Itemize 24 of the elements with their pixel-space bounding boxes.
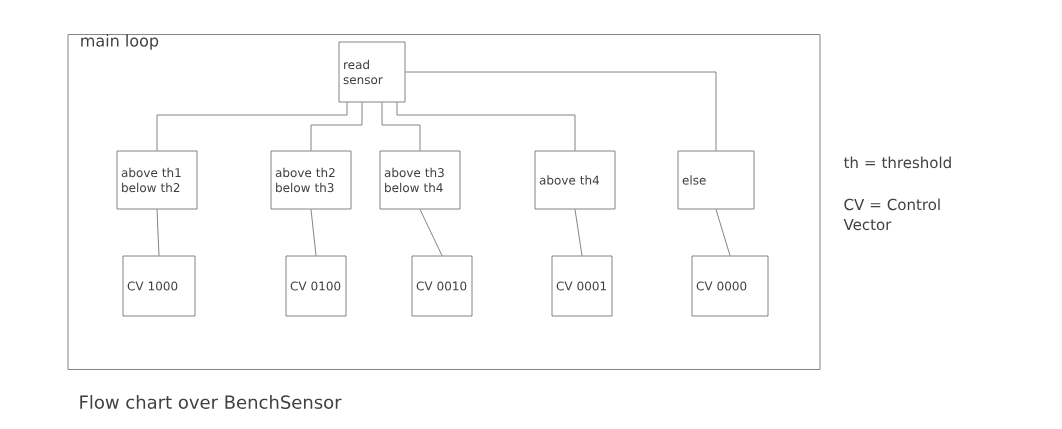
- process-box: CV 0010: [411, 255, 473, 317]
- process-box: above th4: [534, 150, 616, 210]
- note-text: CV = Control Vector: [843, 198, 940, 231]
- process-box: read sensor: [338, 41, 406, 103]
- connector-line: [156, 209, 160, 256]
- process-box: CV 0001: [551, 255, 613, 317]
- caption: Flow chart over BenchSensor: [80, 395, 342, 409]
- process-box: else: [677, 150, 755, 210]
- connector-line: [156, 102, 348, 151]
- connector-line: [715, 209, 731, 256]
- process-box: CV 1000: [122, 255, 196, 317]
- connector-line: [405, 71, 717, 151]
- connector-line: [310, 102, 363, 151]
- process-box: CV 0000: [691, 255, 769, 317]
- process-box: above th1 below th2: [116, 150, 198, 210]
- note-text: th = threshold: [843, 156, 951, 169]
- process-box: above th3 below th4: [379, 150, 461, 210]
- connector-line: [396, 102, 576, 151]
- connector-line: [419, 209, 443, 256]
- process-box: above th2 below th3: [270, 150, 352, 210]
- process-box: CV 0100: [285, 255, 347, 317]
- connector-line: [574, 209, 583, 256]
- connector-line: [310, 209, 317, 256]
- connector-line: [381, 102, 421, 151]
